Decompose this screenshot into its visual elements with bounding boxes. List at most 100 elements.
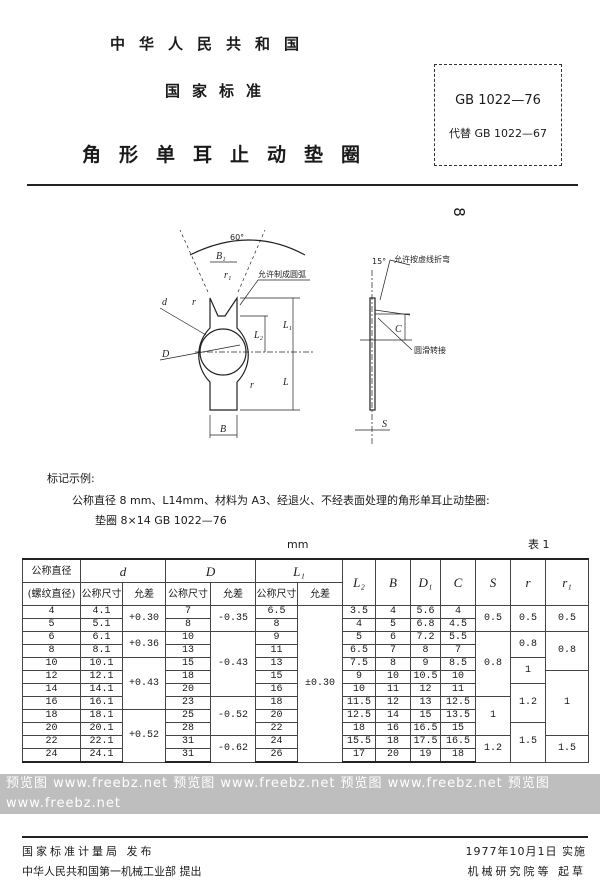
- cell-D1: 16.5: [410, 722, 442, 736]
- cell-C: 12.5: [440, 696, 477, 710]
- cell-r1: 0.8: [545, 631, 590, 671]
- cell-D1: 7.2: [410, 631, 442, 645]
- cell-d: 5.1: [80, 618, 123, 632]
- cell-nominal: 4: [22, 605, 81, 619]
- cell-B: 14: [375, 709, 412, 723]
- cell-L1: 8: [255, 618, 299, 632]
- cell-C: 18: [440, 748, 477, 763]
- cell-L2: 4: [342, 618, 377, 632]
- cell-D: 20: [165, 683, 211, 697]
- header-d-basic: 公称尺寸: [80, 582, 123, 606]
- dim-B: B: [220, 424, 226, 435]
- header-rule: [27, 184, 578, 186]
- footer-effective-date: 1977年10月1日 实施: [465, 845, 586, 858]
- cell-D: 10: [165, 631, 211, 645]
- cell-d: 22.1: [80, 735, 123, 749]
- cell-d: 8.1: [80, 644, 123, 658]
- cell-D: 8: [165, 618, 211, 632]
- cell-L1: 6.5: [255, 605, 299, 619]
- cell-nominal: 16: [22, 696, 81, 710]
- header-L2: L₂: [342, 558, 377, 606]
- header-B: B: [375, 558, 412, 606]
- cell-B: 12: [375, 696, 412, 710]
- cell-d: 16.1: [80, 696, 123, 710]
- header-L1-basic: 公称尺寸: [255, 582, 299, 606]
- standard-type: 国家标准: [165, 82, 274, 100]
- header-D-basic: 公称尺寸: [165, 582, 211, 606]
- example-text: 公称直径 8 mm、L14mm、材料为 A3、经退火、不经表面处理的角形单耳止动…: [72, 494, 490, 507]
- header-D1: D₁: [410, 558, 442, 606]
- cell-D1: 8: [410, 644, 442, 658]
- bend-angle-label: 15°: [372, 257, 386, 266]
- header-d: d: [80, 558, 166, 583]
- cell-B: 6: [375, 631, 412, 645]
- cell-nominal: 5: [22, 618, 81, 632]
- cell-D: 31: [165, 735, 211, 749]
- cell-L2: 5: [342, 631, 377, 645]
- header-C: C: [440, 558, 477, 606]
- cell-C: 7: [440, 644, 477, 658]
- cell-r1: 0.5: [545, 605, 590, 632]
- cell-D: 25: [165, 709, 211, 723]
- cell-d: 12.1: [80, 670, 123, 684]
- cell-d-tol: +0.52: [122, 709, 166, 763]
- cell-D1: 17.5: [410, 735, 442, 749]
- cell-D1: 13: [410, 696, 442, 710]
- note-smooth: 圆滑转接: [414, 345, 446, 355]
- cell-r1: 1.5: [545, 735, 590, 763]
- cell-D: 28: [165, 722, 211, 736]
- cell-L2: 9: [342, 670, 377, 684]
- header-D-tol: 允差: [209, 582, 257, 606]
- cell-nominal: 18: [22, 709, 81, 723]
- header-S: S: [475, 558, 512, 606]
- cell-D-tol: -0.52: [209, 696, 257, 736]
- header-d-tol: 允差: [122, 582, 166, 606]
- washer-side-view: [369, 297, 376, 411]
- header-thread-diameter: (螺纹直径): [22, 582, 81, 606]
- cell-L1: 18: [255, 696, 299, 710]
- cell-L1: 22: [255, 722, 299, 736]
- cell-L2: 6.5: [342, 644, 377, 658]
- page-title: 角形单耳止动垫圈: [82, 144, 379, 166]
- cell-L2: 12.5: [342, 709, 377, 723]
- footer-proposer: 中华人民共和国第一机械工业部 提出: [22, 865, 202, 878]
- cell-D: 23: [165, 696, 211, 710]
- cell-nominal: 24: [22, 748, 81, 763]
- cell-d: 20.1: [80, 722, 123, 736]
- dim-r1: r₁: [224, 270, 231, 281]
- cell-L1: 24: [255, 735, 299, 749]
- cell-B: 18: [375, 735, 412, 749]
- cell-r1: 1: [545, 670, 590, 736]
- dimension-table: 公称直径 d D L₁ L₂ B D₁ C S r r₁ (螺纹直径) 公称尺寸…: [22, 558, 590, 763]
- cell-nominal: 20: [22, 722, 81, 736]
- cell-C: 4.5: [440, 618, 477, 632]
- cell-D-tol: -0.43: [209, 631, 257, 697]
- dim-d: d: [162, 297, 168, 308]
- cell-L2: 18: [342, 722, 377, 736]
- cell-C: 4: [440, 605, 477, 619]
- cell-C: 16.5: [440, 735, 477, 749]
- cell-r: 1: [510, 657, 547, 684]
- cell-B: 11: [375, 683, 412, 697]
- cell-C: 15: [440, 722, 477, 736]
- cell-B: 8: [375, 657, 412, 671]
- cell-L2: 15.5: [342, 735, 377, 749]
- cell-L1: 13: [255, 657, 299, 671]
- cell-D1: 19: [410, 748, 442, 763]
- header-nominal: 公称直径: [22, 558, 81, 583]
- cell-r: 1.2: [510, 683, 547, 723]
- cell-L1-tol: ±0.30: [297, 605, 344, 763]
- example-heading: 标记示例:: [47, 472, 95, 485]
- washer-front-outline: [198, 296, 249, 411]
- dim-r: r: [192, 297, 196, 308]
- cell-D1: 9: [410, 657, 442, 671]
- note-bend: 允许按虚线折弯: [394, 254, 450, 264]
- cell-d: 18.1: [80, 709, 123, 723]
- cell-d: 4.1: [80, 605, 123, 619]
- cell-d: 6.1: [80, 631, 123, 645]
- note-arc: 允许制成圆弧: [258, 269, 306, 279]
- dim-C: C: [395, 324, 402, 335]
- cell-C: 10: [440, 670, 477, 684]
